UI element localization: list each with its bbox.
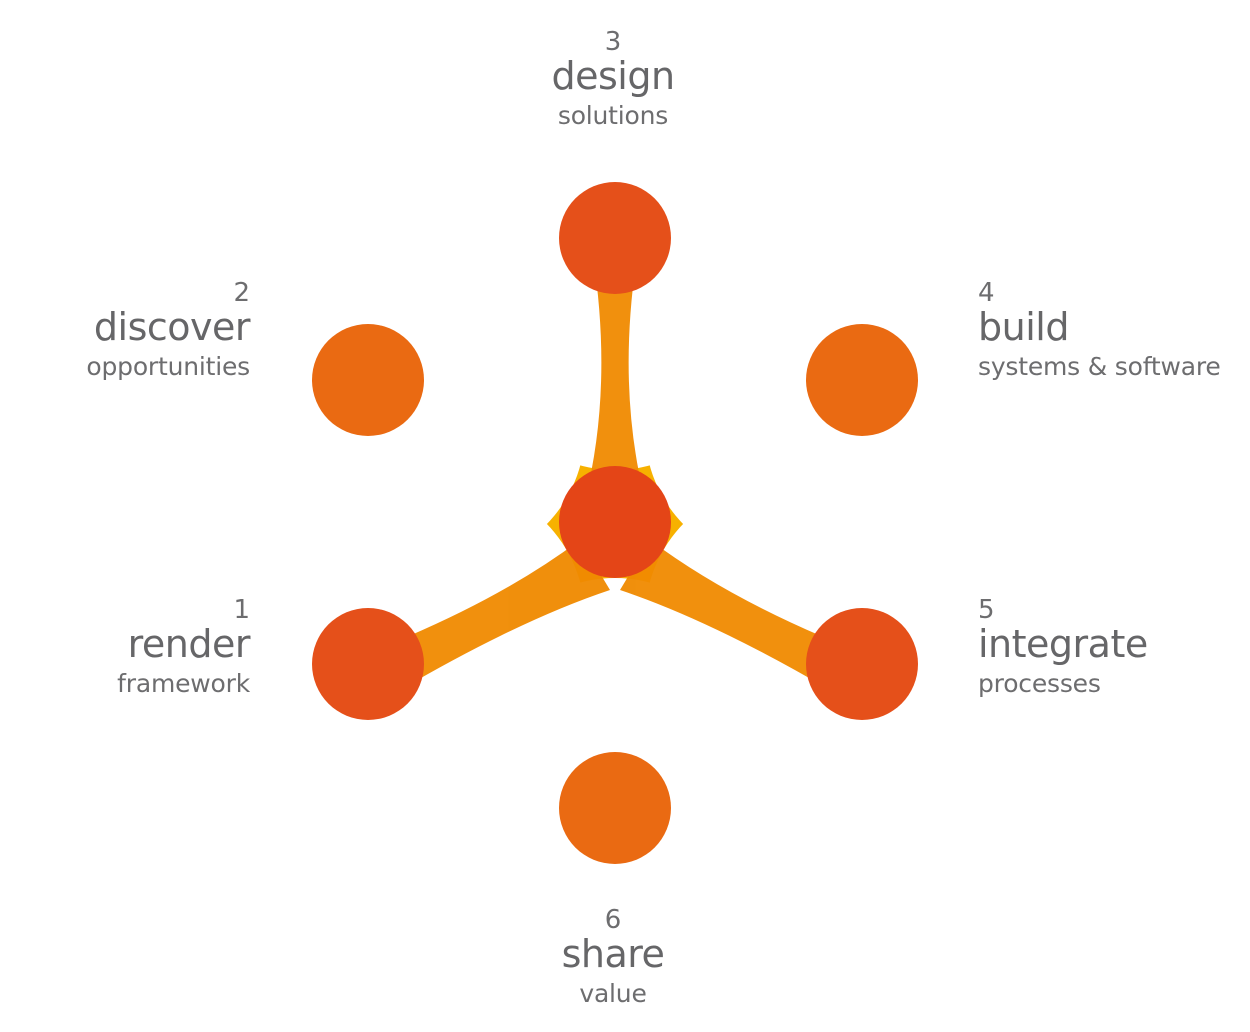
step-5-subtitle: processes xyxy=(978,669,1101,698)
step-3-subtitle: solutions xyxy=(557,101,669,130)
outer-cutouts xyxy=(245,90,985,950)
step-6-number: 6 xyxy=(604,905,622,935)
step-6-label: 6 share value xyxy=(513,907,713,1006)
step-3-label: 3 design solutions xyxy=(513,29,713,128)
step-2-number: 2 xyxy=(233,278,250,308)
step-4-subtitle: systems & software xyxy=(978,352,1221,381)
step-5-label: 5 integrate processes xyxy=(978,597,1148,696)
node-2 xyxy=(312,324,424,436)
step-5-number: 5 xyxy=(978,595,995,625)
node-6 xyxy=(559,752,671,864)
step-6-subtitle: value xyxy=(579,979,647,1008)
step-2-title: discover xyxy=(93,305,251,349)
step-3-title: design xyxy=(551,54,675,98)
step-4-title: build xyxy=(978,305,1069,349)
step-1-title: render xyxy=(127,622,251,666)
inner-spokes xyxy=(380,238,850,690)
node-1 xyxy=(312,608,424,720)
node-5 xyxy=(806,608,918,720)
step-1-number: 1 xyxy=(233,595,250,625)
node-4 xyxy=(806,324,918,436)
step-5-title: integrate xyxy=(978,622,1148,666)
step-6-title: share xyxy=(561,932,665,976)
step-1-subtitle: framework xyxy=(117,669,250,698)
step-4-number: 4 xyxy=(978,278,995,308)
node-3 xyxy=(559,182,671,294)
step-3-number: 3 xyxy=(604,27,622,57)
step-2-label: 2 discover opportunities xyxy=(86,280,250,379)
nodes xyxy=(312,182,918,864)
node-center xyxy=(559,466,671,578)
step-1-label: 1 render framework xyxy=(117,597,250,696)
step-4-label: 4 build systems & software xyxy=(978,280,1221,379)
step-2-subtitle: opportunities xyxy=(86,352,250,381)
